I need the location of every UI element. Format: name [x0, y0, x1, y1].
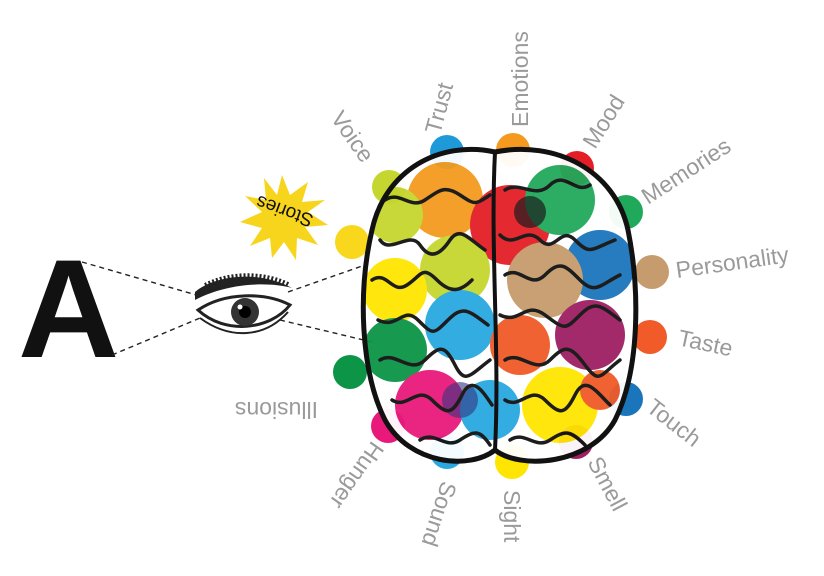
label-emotions: Emotions	[507, 31, 533, 127]
label-voice: Voice	[326, 106, 380, 167]
dot-taste	[633, 320, 667, 354]
dot-illusions	[333, 355, 367, 389]
label-mood: Mood	[577, 90, 630, 153]
label-trust: Trust	[420, 79, 459, 136]
yellow-dot	[335, 225, 369, 259]
sight-lines	[81, 261, 373, 356]
label-sight: Sight	[499, 490, 525, 543]
dot-personality	[635, 255, 669, 289]
label-smell: Smell	[583, 452, 633, 515]
label-hunger: Hunger	[324, 437, 389, 514]
label-sound: Sound	[417, 478, 462, 549]
brain	[360, 146, 639, 464]
label-memories: Memories	[637, 132, 736, 209]
label-illusions: Illusions	[235, 397, 318, 423]
label-taste: Taste	[676, 324, 735, 361]
eye-icon	[195, 273, 293, 335]
label-touch: Touch	[642, 393, 706, 451]
letter-a: A	[18, 230, 119, 387]
sun-icon	[240, 175, 328, 260]
label-personality: Personality	[674, 241, 791, 283]
stories-sun: Stories	[240, 175, 328, 260]
